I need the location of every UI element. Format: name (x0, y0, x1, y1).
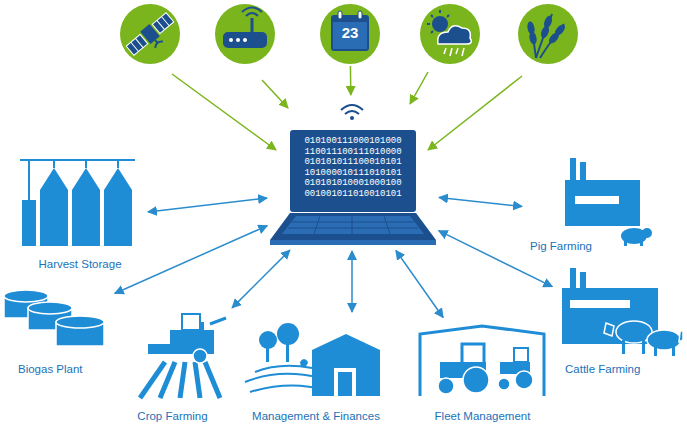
calendar-node: 23 (320, 3, 380, 63)
router-icon (223, 8, 267, 49)
cattle-node: Cattle Farming (555, 265, 685, 377)
node-label: Pig Farming (530, 239, 592, 253)
calendar-date: 23 (320, 25, 380, 41)
connector-arrow (115, 226, 268, 294)
storage-node: Harvest Storage (15, 150, 145, 272)
farmhouse (245, 323, 380, 396)
cattle-barn (562, 268, 683, 356)
tractor-shed (420, 326, 544, 396)
connector-arrow (396, 250, 443, 317)
pig-barn (565, 158, 652, 246)
connector-arrow (232, 250, 290, 308)
binary-data: 010100111000101000 110011100111010000 01… (303, 136, 403, 199)
connector-arrow (351, 251, 353, 312)
crop-node: Crop Farming (115, 300, 230, 424)
connector-arrow (350, 66, 352, 95)
node-label: Cattle Farming (565, 362, 640, 376)
biogas-node: Biogas Plant (0, 285, 112, 377)
connector-arrow (148, 198, 267, 212)
management-node: Management & Finances (240, 315, 392, 424)
wheat-icon (527, 14, 566, 58)
laptop (270, 105, 436, 245)
pig-node: Pig Farming (525, 150, 675, 254)
harvester-field (140, 314, 226, 398)
biogas-tanks (4, 290, 104, 346)
node-label: Management & Finances (252, 409, 380, 423)
connector-arrow (439, 197, 522, 206)
node-label: Biogas Plant (18, 362, 83, 376)
weather-icon (427, 10, 471, 56)
connector-arrow (439, 231, 553, 287)
icon-circles (120, 4, 578, 64)
laptop-node: 010100111000101000 110011100111010000 01… (270, 98, 436, 248)
node-label: Fleet Management (435, 409, 531, 423)
node-label: Crop Farming (137, 409, 207, 423)
fleet-node: Fleet Management (415, 320, 550, 424)
satellite-icon (125, 11, 179, 61)
silos (20, 160, 135, 246)
node-label: Harvest Storage (38, 257, 121, 271)
